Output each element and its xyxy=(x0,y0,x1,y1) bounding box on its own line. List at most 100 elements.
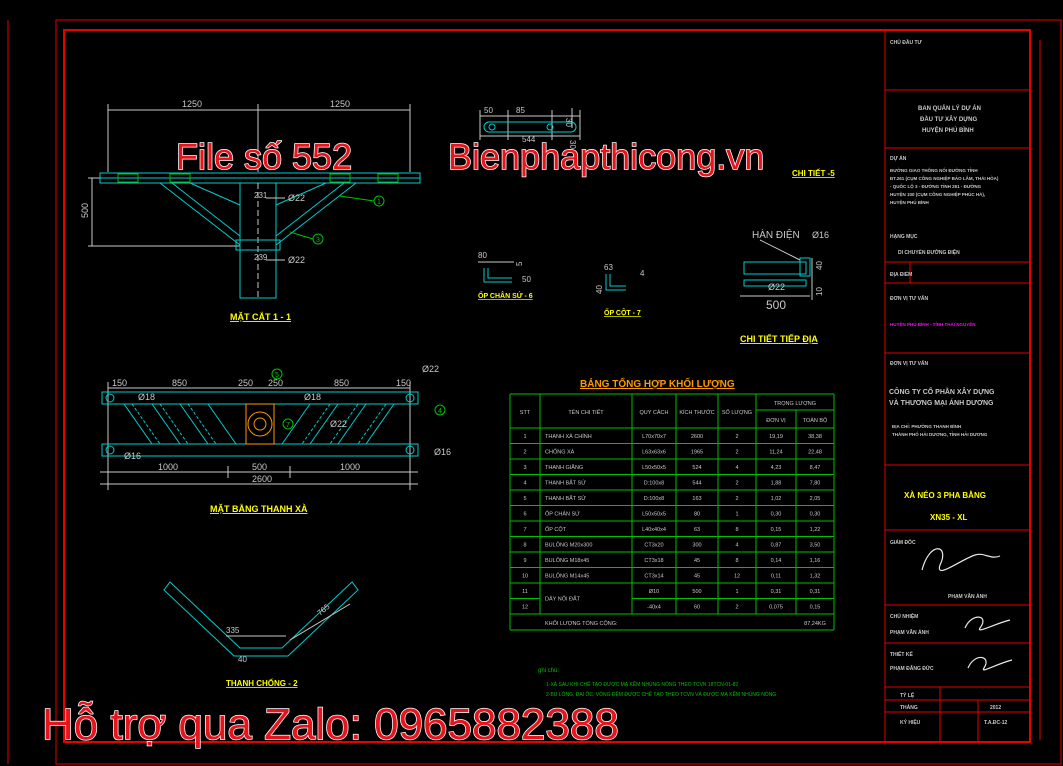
table-cell: 4 xyxy=(735,542,738,548)
tb-owner: HUYỆN PHÚ BÌNH xyxy=(922,126,974,134)
table-cell: L50x50x5 xyxy=(642,511,666,517)
table-cell: BULÔNG M14x45 xyxy=(545,572,589,579)
callout-number: 1 xyxy=(377,199,381,206)
table-subheader: TOÀN BỘ xyxy=(803,417,828,424)
table-cell: 10 xyxy=(522,573,528,579)
dim-label: 63 xyxy=(604,263,613,272)
dim-label: 765 xyxy=(316,602,332,618)
dim-label: 250 xyxy=(238,378,253,388)
dim-label: Ø22 xyxy=(330,419,347,429)
dim-label: Ø22 xyxy=(288,193,305,203)
dim-label: 500 xyxy=(766,298,786,312)
tb-project: - QUỐC LỘ 3 - ĐƯỜNG TỈNH 261 - ĐƯỜNG xyxy=(890,182,982,189)
table-cell: 2 xyxy=(735,480,738,486)
table-cell: 2600 xyxy=(691,434,703,440)
table-cell: 1 xyxy=(735,511,738,517)
dim-label: 30 xyxy=(564,118,573,127)
dim-label: 85 xyxy=(516,106,525,115)
table-title: BẢNG TỔNG HỢP KHỐI LƯỢNG xyxy=(580,376,735,390)
table-cell: 163 xyxy=(692,496,701,502)
table-cell: 12 xyxy=(522,604,528,610)
table-cell: THANH XÀ CHÍNH xyxy=(545,433,592,440)
table-cell: 0,87 xyxy=(771,542,782,548)
table-cell: 80 xyxy=(694,511,700,517)
table-subheader: ĐƠN VỊ xyxy=(766,418,786,424)
view-title: MẶT CẮT 1 - 1 xyxy=(230,312,291,322)
table-cell: 0,31 xyxy=(810,589,821,595)
table-cell: 11,24 xyxy=(769,449,782,455)
table-cell: 0,30 xyxy=(771,511,782,517)
table-cell: 2 xyxy=(735,604,738,610)
table-cell: CT3x20 xyxy=(644,542,663,548)
table-cell: THANH BẮT SỨ xyxy=(545,494,586,502)
tb-label: HẠNG MỤC xyxy=(890,234,918,240)
tb-item: DI CHUYỂN ĐƯỜNG ĐIỆN xyxy=(898,248,960,256)
dim-label: Ø22 xyxy=(288,255,305,265)
table-cell: L50x50x5 xyxy=(642,465,666,471)
dim-label: 40 xyxy=(238,655,247,664)
weld-label: HÀN ĐIỆN xyxy=(752,228,800,241)
table-cell: 6 xyxy=(523,511,526,517)
tb-checker: PHẠM VĂN ÁNH xyxy=(890,629,929,636)
dim-label: 80 xyxy=(478,251,487,260)
tb-designer: PHẠM ĐĂNG ĐỨC xyxy=(890,665,934,672)
table-cell: 524 xyxy=(692,465,701,471)
table-cell: ỐP CỘT xyxy=(545,526,567,533)
table-header: KÍCH THƯỚC xyxy=(679,409,714,416)
table-total-value: 87,24KG xyxy=(804,621,826,627)
tb-address: ĐỊA CHỈ: PHƯỜNG THANH BÌNH xyxy=(892,422,961,429)
insulator-plate-view xyxy=(478,261,514,283)
dim-label: Ø16 xyxy=(812,230,829,240)
table-cell: Ø10 xyxy=(649,589,659,595)
table-cell: 1,22 xyxy=(810,527,821,533)
table-cell: CT3x18 xyxy=(644,558,663,564)
tb-drawing-title: XN35 - XL xyxy=(930,513,967,522)
tb-label: THIẾT KẾ xyxy=(890,651,913,658)
table-cell: 1965 xyxy=(691,449,703,455)
table-cell: 1,88 xyxy=(771,480,782,486)
tb-label: KÝ HIỆU xyxy=(900,718,921,726)
table-header: STT xyxy=(520,410,531,416)
dim-label: 1000 xyxy=(340,462,360,472)
table-cell: 8 xyxy=(735,558,738,564)
table-cell: 1,16 xyxy=(810,558,821,564)
table-cell: L40x40x4 xyxy=(642,527,666,533)
table-header: QUY CÁCH xyxy=(640,409,669,416)
table-cell: 8,47 xyxy=(810,465,821,471)
table-cell: 500 xyxy=(692,589,701,595)
callout-number: 5 xyxy=(275,372,279,379)
tb-project: ĐƯỜNG GIAO THÔNG NỐI ĐƯỜNG TỈNH xyxy=(890,166,978,173)
tb-consultant: VÀ THƯƠNG MẠI ÁNH DƯƠNG xyxy=(889,398,994,407)
dim-label: 335 xyxy=(226,626,240,635)
table-cell: 4 xyxy=(523,480,526,486)
view-title: THANH CHỐNG - 2 xyxy=(226,678,298,688)
table-header: TÊN CHI TIẾT xyxy=(568,408,604,416)
table-cell: 19,19 xyxy=(769,434,783,440)
table-cell: 63 xyxy=(694,527,700,533)
tb-label: GIÁM ĐỐC xyxy=(890,539,916,546)
dim-label: 150 xyxy=(396,378,411,388)
dim-label: Ø22 xyxy=(768,282,785,292)
table-cell: 8 xyxy=(523,542,526,548)
table-cell: 45 xyxy=(694,573,700,579)
table-cell: 1 xyxy=(523,434,526,440)
dim-label: 1250 xyxy=(330,99,350,109)
tb-drawing-title: XÀ NÉO 3 PHA BẰNG xyxy=(904,491,986,500)
tb-label: CHỦ NHIỆM xyxy=(890,612,918,620)
zalo-watermark: Hỗ trợ qua Zalo: 0965882388 xyxy=(41,699,619,750)
tb-label: ĐƠN VỊ TƯ VẤN xyxy=(890,360,929,367)
dim-label: 500 xyxy=(80,203,90,218)
dim-label: 1000 xyxy=(158,462,178,472)
view-title: CHI TIẾT -5 xyxy=(792,168,835,178)
dim-label: Ø22 xyxy=(422,364,439,374)
table-header: TRỌNG LƯỢNG xyxy=(774,401,816,407)
dim-label: 50 xyxy=(522,275,531,284)
table-cell: ỐP CHÂN SỨ xyxy=(545,510,580,517)
plan-view xyxy=(100,368,446,490)
table-cell: 12 xyxy=(734,573,740,579)
view-title: MẶT BẰNG THANH XÀ xyxy=(210,504,308,514)
dim-label: 40 xyxy=(595,285,604,294)
dim-label: 544 xyxy=(522,135,536,144)
table-cell: CT3x14 xyxy=(644,573,663,579)
table-cell: 3,50 xyxy=(810,542,821,548)
